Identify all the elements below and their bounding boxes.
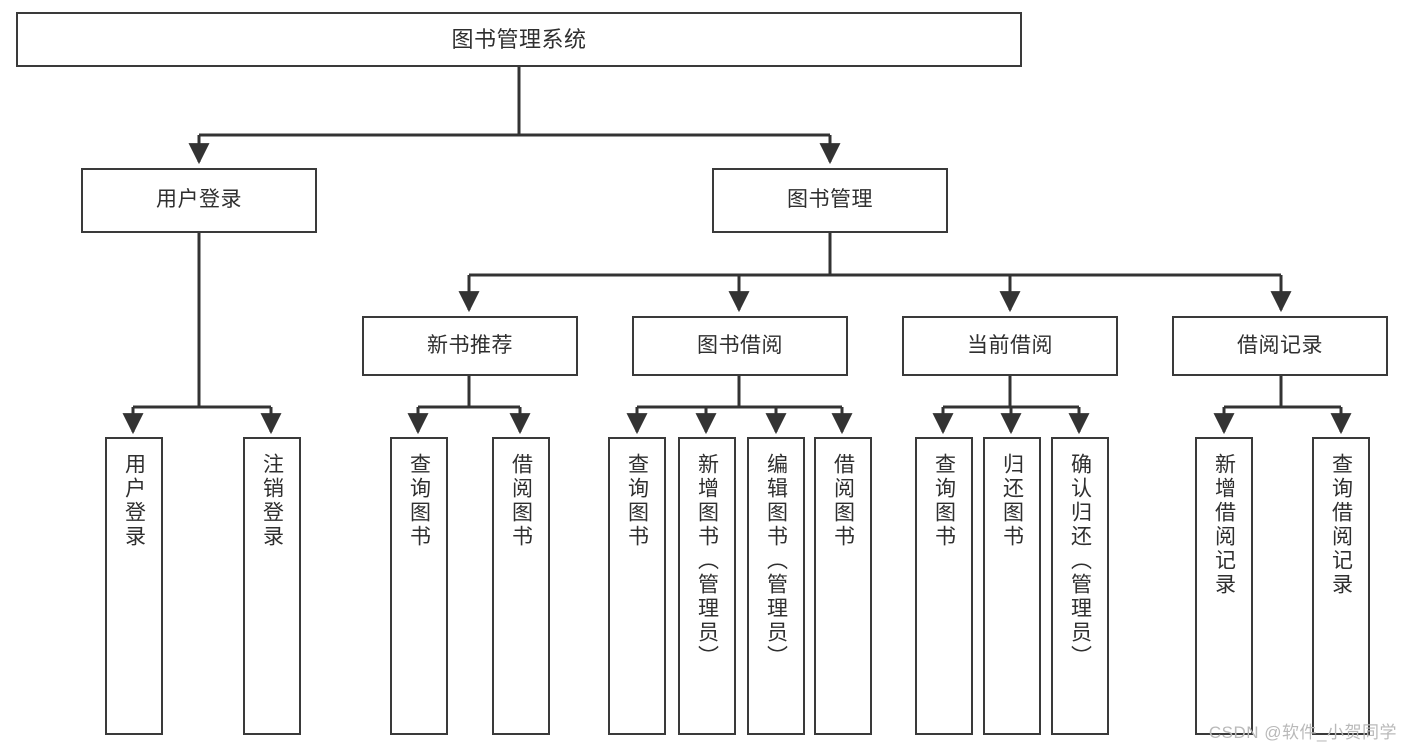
- node-label: 用户登录: [122, 453, 146, 549]
- leaf-current-query-book[interactable]: 查询图书: [915, 437, 973, 735]
- node-root-book-management-system[interactable]: 图书管理系统: [16, 12, 1022, 67]
- node-label: 借阅记录: [1237, 333, 1323, 357]
- node-book-management[interactable]: 图书管理: [712, 168, 948, 233]
- leaf-records-query-record[interactable]: 查询借阅记录: [1312, 437, 1370, 735]
- leaf-new-book-borrow[interactable]: 借阅图书: [492, 437, 550, 735]
- node-label: 查询图书: [625, 453, 649, 549]
- leaf-borrow-borrow-book[interactable]: 借阅图书: [814, 437, 872, 735]
- node-label: 确认归还（管理员）: [1068, 453, 1092, 669]
- leaf-user-login-logout[interactable]: 注销登录: [243, 437, 301, 735]
- node-label: 编辑图书（管理员）: [764, 453, 788, 669]
- node-label: 新增借阅记录: [1212, 453, 1236, 597]
- node-label: 归还图书: [1000, 453, 1024, 549]
- leaf-records-add-record[interactable]: 新增借阅记录: [1195, 437, 1253, 735]
- node-new-book-recommendation[interactable]: 新书推荐: [362, 316, 578, 376]
- node-label: 查询图书: [932, 453, 956, 549]
- node-label: 图书管理: [787, 188, 873, 212]
- node-label: 借阅图书: [509, 453, 533, 549]
- node-current-borrow[interactable]: 当前借阅: [902, 316, 1118, 376]
- node-label: 用户登录: [156, 188, 242, 212]
- node-borrow-records[interactable]: 借阅记录: [1172, 316, 1388, 376]
- node-label: 当前借阅: [967, 333, 1053, 357]
- node-label: 借阅图书: [831, 453, 855, 549]
- node-label: 注销登录: [260, 453, 284, 549]
- node-label: 图书借阅: [697, 333, 783, 357]
- node-user-login[interactable]: 用户登录: [81, 168, 317, 233]
- node-label: 查询图书: [407, 453, 431, 549]
- node-label: 新书推荐: [427, 333, 513, 357]
- node-label: 查询借阅记录: [1329, 453, 1353, 597]
- leaf-current-confirm-return-admin[interactable]: 确认归还（管理员）: [1051, 437, 1109, 735]
- leaf-current-return-book[interactable]: 归还图书: [983, 437, 1041, 735]
- node-label: 图书管理系统: [451, 26, 587, 52]
- node-book-borrow[interactable]: 图书借阅: [632, 316, 848, 376]
- leaf-new-book-query[interactable]: 查询图书: [390, 437, 448, 735]
- leaf-borrow-add-book-admin[interactable]: 新增图书（管理员）: [678, 437, 736, 735]
- leaf-borrow-edit-book-admin[interactable]: 编辑图书（管理员）: [747, 437, 805, 735]
- leaf-borrow-query-book[interactable]: 查询图书: [608, 437, 666, 735]
- node-label: 新增图书（管理员）: [695, 453, 719, 669]
- leaf-user-login-login[interactable]: 用户登录: [105, 437, 163, 735]
